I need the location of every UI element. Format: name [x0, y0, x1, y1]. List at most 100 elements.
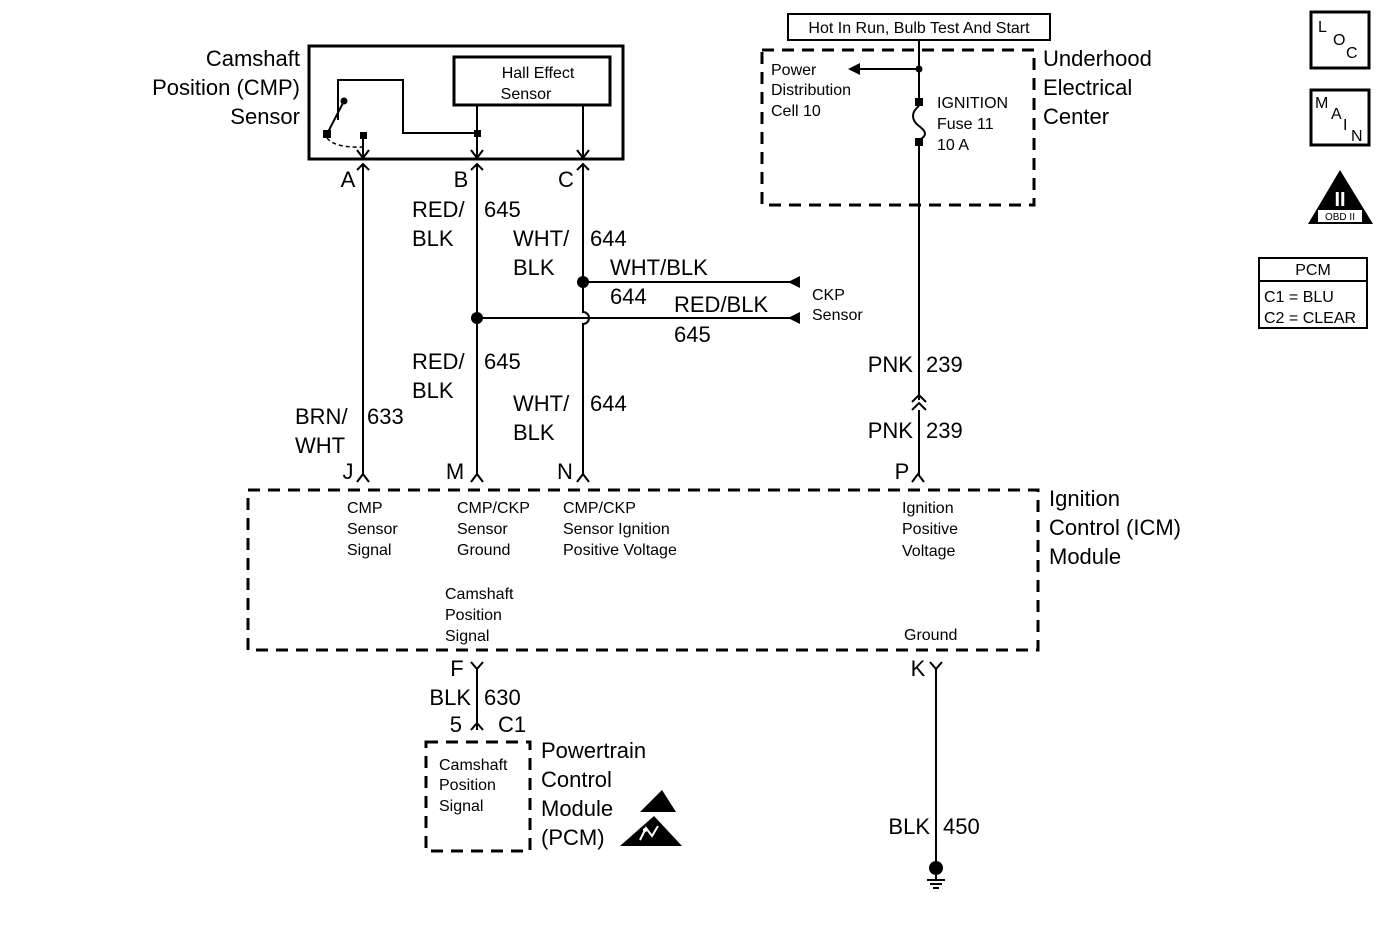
- b-color-2: BLK: [412, 226, 454, 251]
- j-desc-2: Sensor: [347, 521, 398, 538]
- m-desc-2: Sensor: [457, 521, 508, 538]
- svg-text:II: II: [1334, 189, 1345, 211]
- hall-effect-label-1: Hall Effect: [502, 65, 575, 82]
- pin-j-label: J: [343, 459, 354, 484]
- pin-f-label: F: [450, 656, 463, 681]
- ckp-arrow-2: [788, 312, 800, 324]
- main-icon: M A I N: [1309, 88, 1371, 147]
- svg-text:OBD II: OBD II: [1325, 212, 1355, 223]
- f-desc-2: Position: [445, 607, 502, 624]
- pcm-box: [424, 740, 532, 853]
- icm-label-3: Module: [1049, 544, 1121, 569]
- fuse-label-1: IGNITION: [937, 95, 1008, 112]
- pcm-label-2: Control: [541, 767, 612, 792]
- c-color-1: WHT/: [513, 226, 570, 251]
- ground-icon: [927, 875, 945, 889]
- ckp-wht-color: WHT/BLK: [610, 255, 708, 280]
- hot-in-run-label: Hot In Run, Bulb Test And Start: [808, 20, 1030, 37]
- wire-644: [582, 164, 590, 476]
- pcm-label-3: Module: [541, 796, 613, 821]
- pin-c-label: C: [558, 167, 574, 192]
- k-desc: Ground: [904, 627, 957, 644]
- cmp-sensor-box: [307, 44, 625, 161]
- j-color-2: WHT: [295, 433, 345, 458]
- b-num: 645: [484, 197, 521, 222]
- k-num: 450: [943, 814, 980, 839]
- cmp-sensor: Hall Effect Sensor Camshaft Position (CM…: [152, 44, 625, 192]
- pin-p-label: P: [895, 459, 910, 484]
- underhood-label-1: Underhood: [1043, 46, 1152, 71]
- svg-text:A: A: [1331, 106, 1342, 123]
- pnk-top-color: PNK: [868, 352, 914, 377]
- svg-text:C: C: [1346, 45, 1358, 62]
- pcm-legend-c2: C2 = CLEAR: [1264, 310, 1356, 327]
- pcm-pin: 5: [450, 712, 462, 737]
- pcm-legend-title: PCM: [1295, 262, 1331, 279]
- fuse-label-2: Fuse 11: [937, 116, 994, 133]
- ckp-red-num: 645: [674, 322, 711, 347]
- obd-ii-icon: II OBD II: [1308, 170, 1373, 224]
- n-desc-1: CMP/CKP: [563, 500, 636, 517]
- pcm-connector-legend: PCM C1 = BLU C2 = CLEAR: [1258, 257, 1368, 329]
- ckp-sensor-label-2: Sensor: [812, 307, 863, 324]
- m-color-2: BLK: [412, 378, 454, 403]
- svg-text:L: L: [1318, 19, 1327, 36]
- power-dist-2: Distribution: [771, 82, 851, 99]
- wires: [362, 164, 800, 476]
- b-color-1: RED/: [412, 197, 465, 222]
- wire-239: [911, 205, 927, 476]
- n-desc-2: Sensor Ignition: [563, 521, 670, 538]
- fuse-icon: [848, 40, 926, 205]
- icm-box: [246, 488, 1040, 652]
- cmp-sensor-label-3: Sensor: [230, 104, 300, 129]
- f-num: 630: [484, 685, 521, 710]
- cmp-sensor-label-1: Camshaft: [206, 46, 300, 71]
- underhood-label-3: Center: [1043, 104, 1109, 129]
- m-color-1: RED/: [412, 349, 465, 374]
- pcm-legend-c1: C1 = BLU: [1264, 289, 1334, 306]
- pcm-label-4: (PCM): [541, 825, 605, 850]
- f-color: BLK: [429, 685, 471, 710]
- wire-450: [929, 669, 943, 875]
- pin-a-label: A: [341, 167, 356, 192]
- m-num: 645: [484, 349, 521, 374]
- pcm-desc-2: Position: [439, 777, 496, 794]
- p-desc-3: Voltage: [902, 543, 955, 560]
- splice-645: [471, 312, 483, 324]
- pnk-bot-num: 239: [926, 418, 963, 443]
- underhood-label-2: Electrical: [1043, 75, 1132, 100]
- hall-effect-label-2: Sensor: [501, 86, 552, 103]
- k-color: BLK: [888, 814, 930, 839]
- n-num: 644: [590, 391, 627, 416]
- j-desc-1: CMP: [347, 500, 383, 517]
- pin-k-label: K: [911, 656, 926, 681]
- esd-warning-icon: [620, 790, 682, 846]
- icm-top-connectors: [356, 472, 925, 483]
- wire-630: [470, 669, 484, 731]
- m-desc-3: Ground: [457, 542, 510, 559]
- hall-effect-box: [452, 55, 612, 107]
- pnk-bot-color: PNK: [868, 418, 914, 443]
- svg-text:M: M: [1315, 95, 1328, 112]
- svg-text:I: I: [1343, 117, 1347, 134]
- cmp-sensor-label-2: Position (CMP): [152, 75, 300, 100]
- svg-text:N: N: [1351, 128, 1363, 145]
- pnk-top-num: 239: [926, 352, 963, 377]
- j-desc-3: Signal: [347, 542, 391, 559]
- p-desc-2: Positive: [902, 521, 958, 538]
- icm-bottom-connectors: [470, 661, 943, 671]
- c-color-2: BLK: [513, 255, 555, 280]
- pcm-desc-1: Camshaft: [439, 757, 508, 774]
- j-num: 633: [367, 404, 404, 429]
- icm-label-1: Ignition: [1049, 486, 1120, 511]
- pin-b-label: B: [454, 167, 469, 192]
- loc-icon: L O C: [1309, 10, 1371, 70]
- ckp-arrow-1: [788, 276, 800, 288]
- ckp-wht-num: 644: [610, 284, 647, 309]
- fuse-label-3: 10 A: [937, 137, 969, 154]
- pcm-desc-3: Signal: [439, 798, 483, 815]
- svg-text:O: O: [1333, 32, 1345, 49]
- pin-m-label: M: [446, 459, 464, 484]
- j-color-1: BRN/: [295, 404, 348, 429]
- ckp-sensor-label-1: CKP: [812, 287, 845, 304]
